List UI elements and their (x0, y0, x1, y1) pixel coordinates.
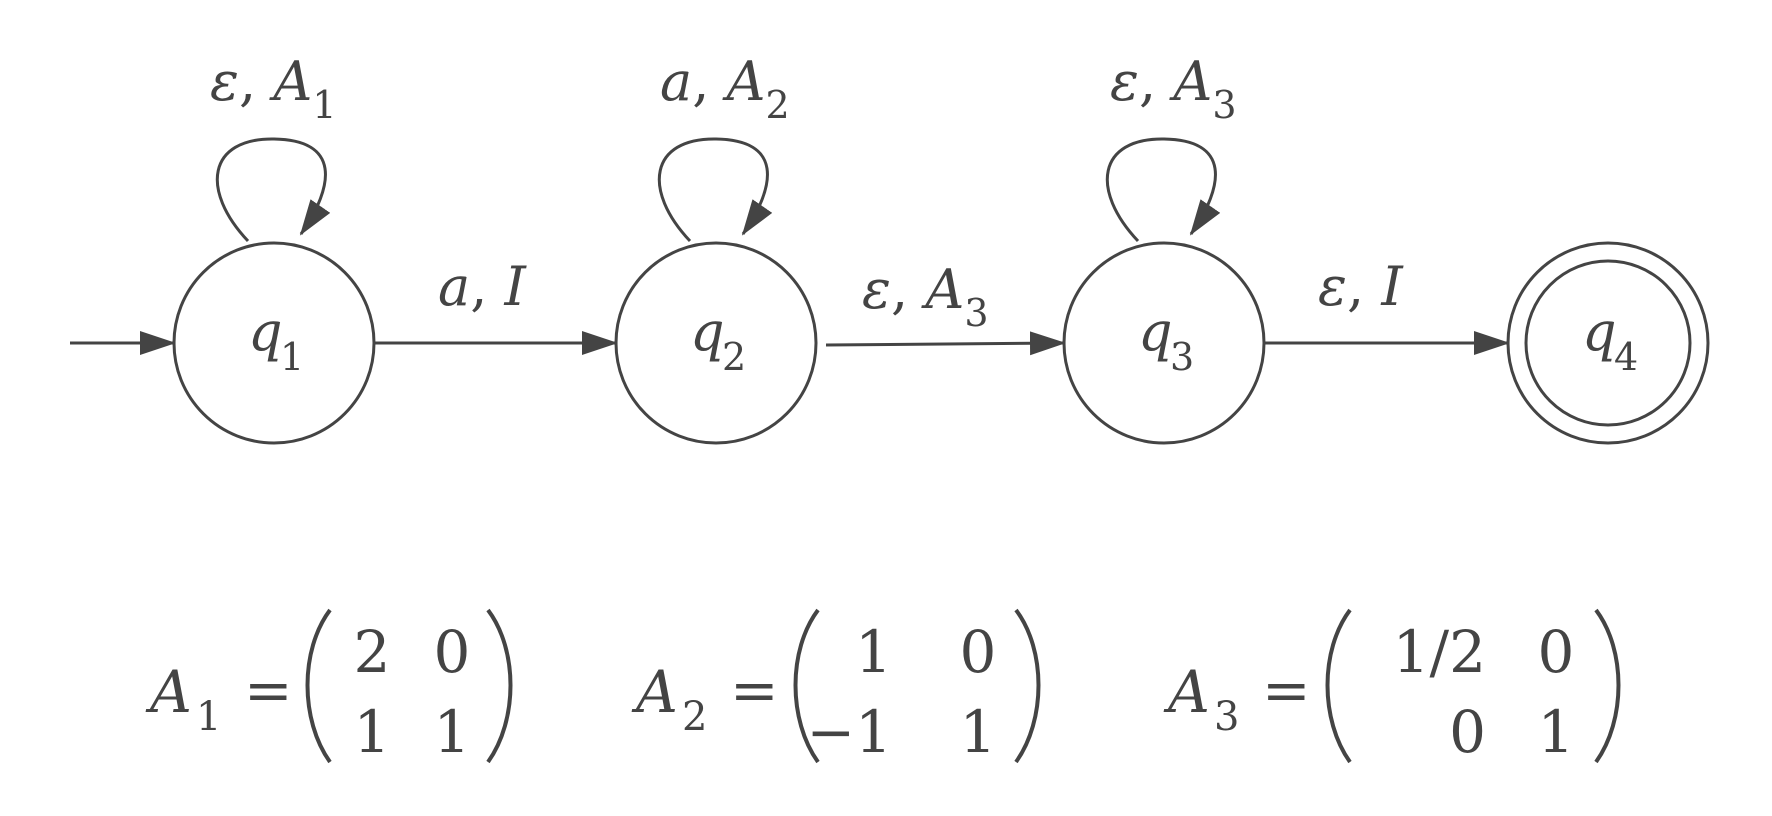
state-inner-circle (1524, 259, 1692, 427)
matrix-equals: = (244, 656, 293, 724)
self-loop-label: a, A2 (660, 50, 790, 127)
self-loop-q3: ε, A3 (1105, 50, 1237, 243)
transition-symbol: ε (862, 258, 891, 321)
loop-weight: A (722, 50, 766, 113)
transition-comma: , (470, 255, 504, 318)
loop-symbol: ε (1110, 50, 1139, 113)
transition-weight-sub: 3 (964, 291, 988, 335)
matrix-left-paren (793, 608, 820, 764)
state-q1: q 1 (172, 241, 376, 445)
matrix-equals: = (1262, 656, 1311, 724)
matrix-cell: 1 (855, 618, 892, 686)
transition-edge (825, 331, 1066, 356)
loop-weight-sub: 2 (766, 83, 790, 127)
matrix-right-paren (486, 608, 513, 764)
matrix-a1: A 1 = 2 0 1 1 (145, 608, 513, 766)
transition-symbol: a (438, 255, 470, 318)
loop-symbol: a (660, 50, 692, 113)
matrix-right-paren (1014, 608, 1041, 764)
loop-comma: , (239, 50, 273, 113)
transition-q3-q4: ε, I (1264, 255, 1510, 355)
transition-symbol: ε (1318, 255, 1347, 318)
matrix-name-sub: 2 (682, 694, 707, 740)
state-label: q (1582, 300, 1617, 363)
transition-weight: I (504, 255, 528, 318)
matrix-name-sub: 1 (196, 694, 221, 740)
loop-weight: A (1168, 50, 1212, 113)
state-label: q (690, 300, 725, 363)
matrix-a3: A 3 = 1/2 0 0 1 (1163, 608, 1621, 766)
loop-weight: A (268, 50, 312, 113)
state-label: q (1138, 300, 1173, 363)
matrix-cell: 0 (434, 618, 471, 686)
matrix-cell: 1 (960, 698, 997, 766)
matrix-name-sub: 3 (1214, 694, 1239, 740)
state-label-sub: 2 (722, 335, 746, 379)
matrix-name: A (1163, 658, 1210, 726)
self-loop-edge (1105, 137, 1221, 243)
matrix-cell: 0 (1538, 618, 1575, 686)
matrix-equals: = (730, 656, 779, 724)
matrix-cell: 1 (354, 698, 391, 766)
matrix-a2: A 2 = 1 0 −1 1 (631, 608, 1041, 766)
self-loop-label: ε, A3 (1110, 50, 1237, 127)
transition-q2-q3: ε, A3 (825, 258, 1066, 356)
state-label: q (248, 300, 283, 363)
loop-comma: , (692, 50, 726, 113)
state-q4: q 4 (1506, 241, 1710, 445)
transition-label: ε, I (1318, 255, 1404, 318)
matrix-cell: 1 (434, 698, 471, 766)
matrix-cell: 2 (354, 618, 391, 686)
matrix-right-paren (1594, 608, 1621, 764)
matrix-cell: 0 (1449, 698, 1486, 766)
matrix-left-paren (1325, 608, 1352, 764)
self-loop-edge (657, 137, 773, 243)
loop-symbol: ε (210, 50, 239, 113)
matrix-left-paren (305, 608, 332, 764)
self-loop-edge (215, 137, 331, 243)
transition-q1-q2: a, I (374, 255, 618, 355)
loop-comma: , (1139, 50, 1173, 113)
matrix-cell: 1 (1538, 698, 1575, 766)
transition-label: a, I (438, 255, 528, 318)
state-label-sub: 3 (1170, 335, 1194, 379)
matrix-cell: 1/2 (1393, 618, 1486, 686)
state-label-sub: 1 (280, 335, 304, 379)
matrix-cell: 0 (960, 618, 997, 686)
self-loop-q1: ε, A1 (210, 50, 337, 243)
matrix-cell: −1 (807, 698, 893, 766)
matrix-name: A (631, 658, 678, 726)
state-q2: q 2 (614, 241, 818, 445)
state-q3: q 3 (1062, 241, 1266, 445)
transition-weight: I (1380, 255, 1404, 318)
state-label-sub: 4 (1614, 335, 1638, 379)
transition-weight: A (920, 258, 964, 321)
matrix-name: A (145, 658, 192, 726)
transition-comma: , (891, 258, 925, 321)
transition-comma: , (1347, 255, 1381, 318)
transition-label: ε, A3 (862, 258, 989, 335)
loop-weight-sub: 1 (312, 83, 336, 127)
self-loop-label: ε, A1 (210, 50, 337, 127)
loop-weight-sub: 3 (1212, 83, 1236, 127)
self-loop-q2: a, A2 (657, 50, 790, 243)
